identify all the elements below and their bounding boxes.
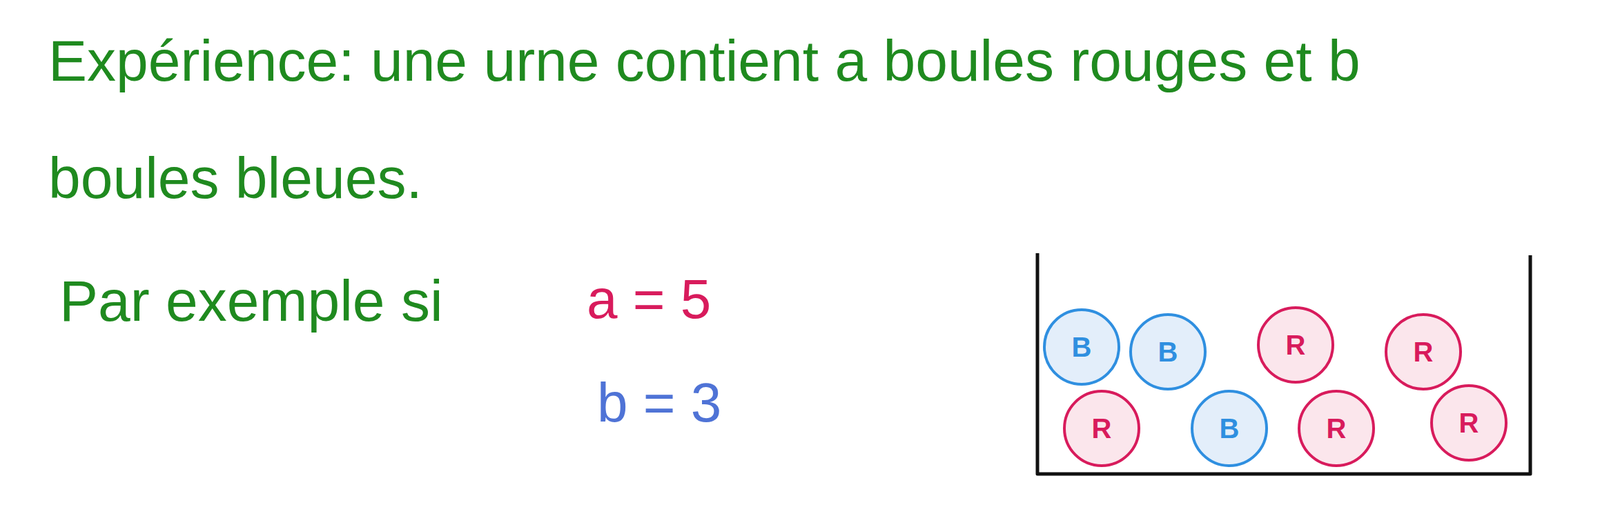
urn-outline	[1037, 253, 1531, 475]
ball-letter: R	[1413, 336, 1434, 368]
statement-text: Expérience: une urne contient a boules r…	[48, 2, 1471, 237]
ball-letter: R	[1091, 413, 1112, 445]
ball-circle: R	[1256, 306, 1335, 384]
ball-circle: B	[1129, 313, 1207, 391]
ball-circle: R	[1297, 389, 1375, 468]
ball-circle: R	[1384, 313, 1462, 391]
ball-letter: B	[1219, 413, 1240, 445]
ball-letter: B	[1071, 332, 1092, 364]
ball-letter: R	[1285, 329, 1306, 362]
example-text: Par exemple si	[59, 269, 543, 333]
ball-letter: R	[1459, 407, 1480, 439]
ball-circle: R	[1430, 384, 1508, 462]
ball-circle: B	[1042, 308, 1121, 386]
ball-circle: R	[1062, 389, 1141, 468]
ball-letter: B	[1158, 336, 1179, 368]
ball-circle: B	[1190, 389, 1268, 468]
ball-letter: R	[1326, 413, 1347, 445]
red-count: a = 5	[586, 269, 863, 330]
blue-count: b = 3	[597, 372, 874, 434]
